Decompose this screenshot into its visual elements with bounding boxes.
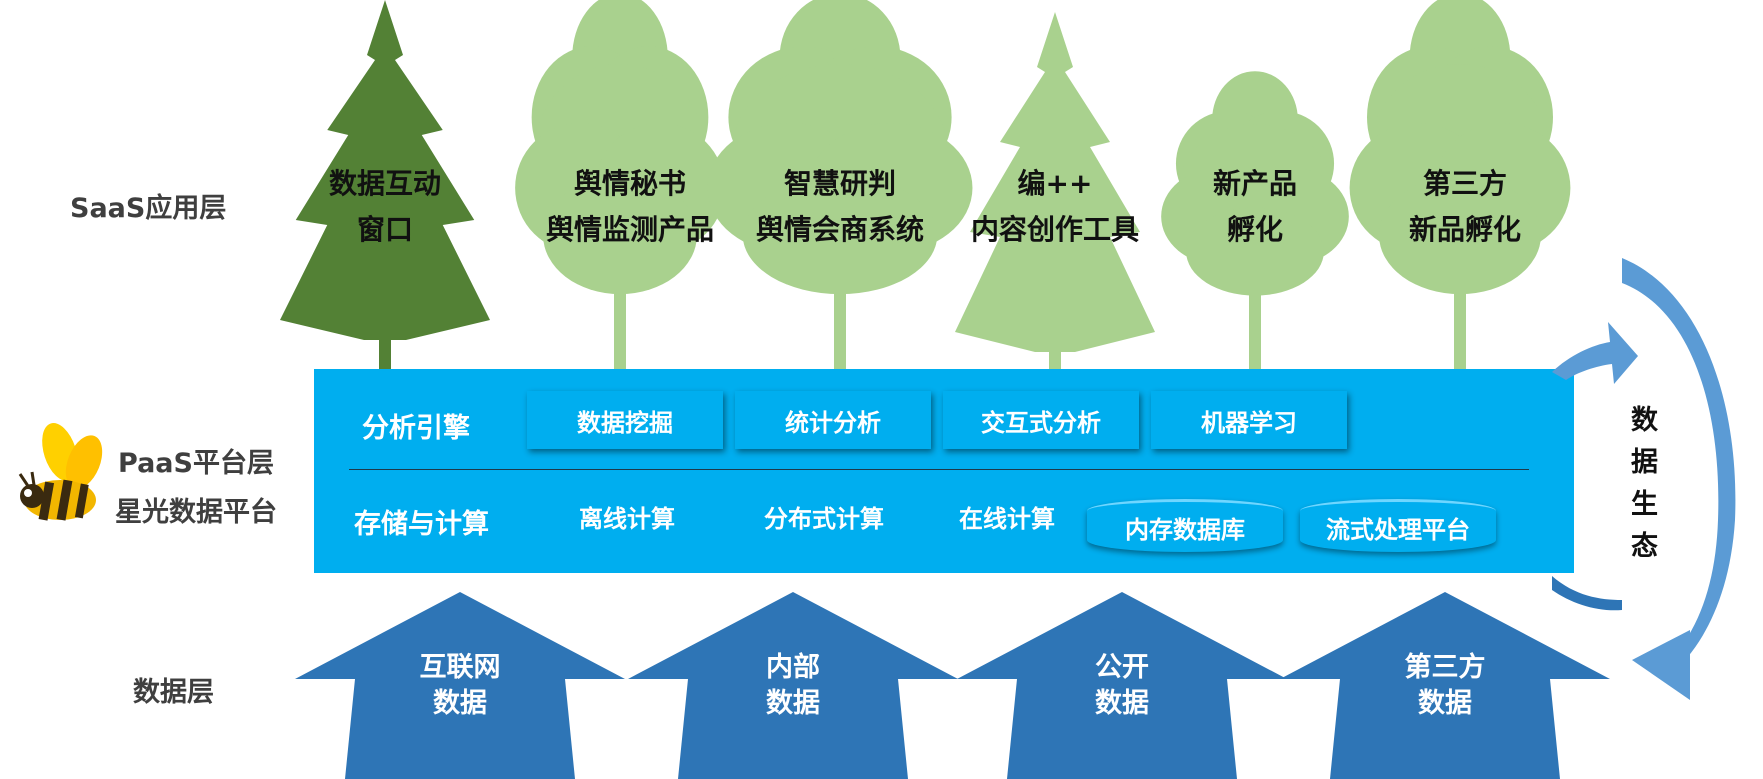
database-cylinder: 流式处理平台	[1300, 499, 1496, 552]
tree-label: 第三方新品孵化	[1408, 167, 1521, 246]
compute-item: 离线计算	[579, 505, 675, 533]
tree-4	[955, 12, 1155, 369]
ecosystem-char: 据	[1631, 447, 1658, 478]
paas-chip: 机器学习	[1151, 391, 1347, 449]
data-source-arrow	[1280, 592, 1610, 779]
data-source-label: 第三方数据	[1404, 652, 1486, 719]
compute-item: 分布式计算	[764, 505, 884, 533]
paas-platform-name: 星光数据平台	[115, 497, 277, 528]
paas-chip: 数据挖掘	[527, 391, 723, 449]
paas-chip: 统计分析	[735, 391, 931, 449]
ecosystem-char: 数	[1631, 405, 1658, 436]
tree-6	[1349, 0, 1571, 369]
tree-label: 数据互动窗口	[328, 167, 441, 246]
storage-compute-title: 存储与计算	[354, 509, 489, 540]
cycle-arrow-top	[1552, 322, 1638, 384]
data-source-arrow	[957, 592, 1287, 779]
data-source-arrow	[295, 592, 625, 779]
data-source-arrow	[628, 592, 958, 779]
paas-panel: 分析引擎 数据挖掘 统计分析 交互式分析 机器学习 存储与计算 离线计算 分布式…	[314, 369, 1574, 573]
data-source-label: 互联网数据	[419, 652, 501, 719]
data-source-label: 公开数据	[1095, 652, 1149, 719]
database-cylinder: 内存数据库	[1087, 499, 1283, 552]
paas-chip: 交互式分析	[943, 391, 1139, 449]
paas-layer-label: PaaS平台层	[118, 448, 274, 479]
cycle-arrow-head-bottom	[1632, 630, 1690, 700]
tree-2	[515, 0, 725, 369]
cycle-arrow-bottom	[1552, 576, 1622, 611]
tree-3	[707, 0, 973, 369]
data-source-label: 内部数据	[766, 652, 820, 719]
tree-1	[280, 0, 490, 369]
ecosystem-char: 生	[1631, 489, 1658, 520]
tree-5	[1161, 71, 1349, 369]
panel-divider	[349, 469, 1529, 470]
bee-icon	[18, 423, 103, 521]
data-layer-label: 数据层	[133, 677, 214, 708]
saas-layer-label: SaaS应用层	[70, 193, 227, 224]
tree-label: 新产品孵化	[1212, 167, 1297, 246]
compute-item: 在线计算	[959, 505, 1055, 533]
analysis-engine-title: 分析引擎	[362, 413, 470, 444]
tree-label: 智慧研判舆情会商系统	[755, 167, 924, 246]
ecosystem-char: 态	[1631, 531, 1658, 562]
cycle-arrow-right	[1622, 258, 1736, 675]
tree-label: 舆情秘书舆情监测产品	[545, 167, 714, 246]
tree-label: 编++内容创作工具	[970, 167, 1139, 246]
